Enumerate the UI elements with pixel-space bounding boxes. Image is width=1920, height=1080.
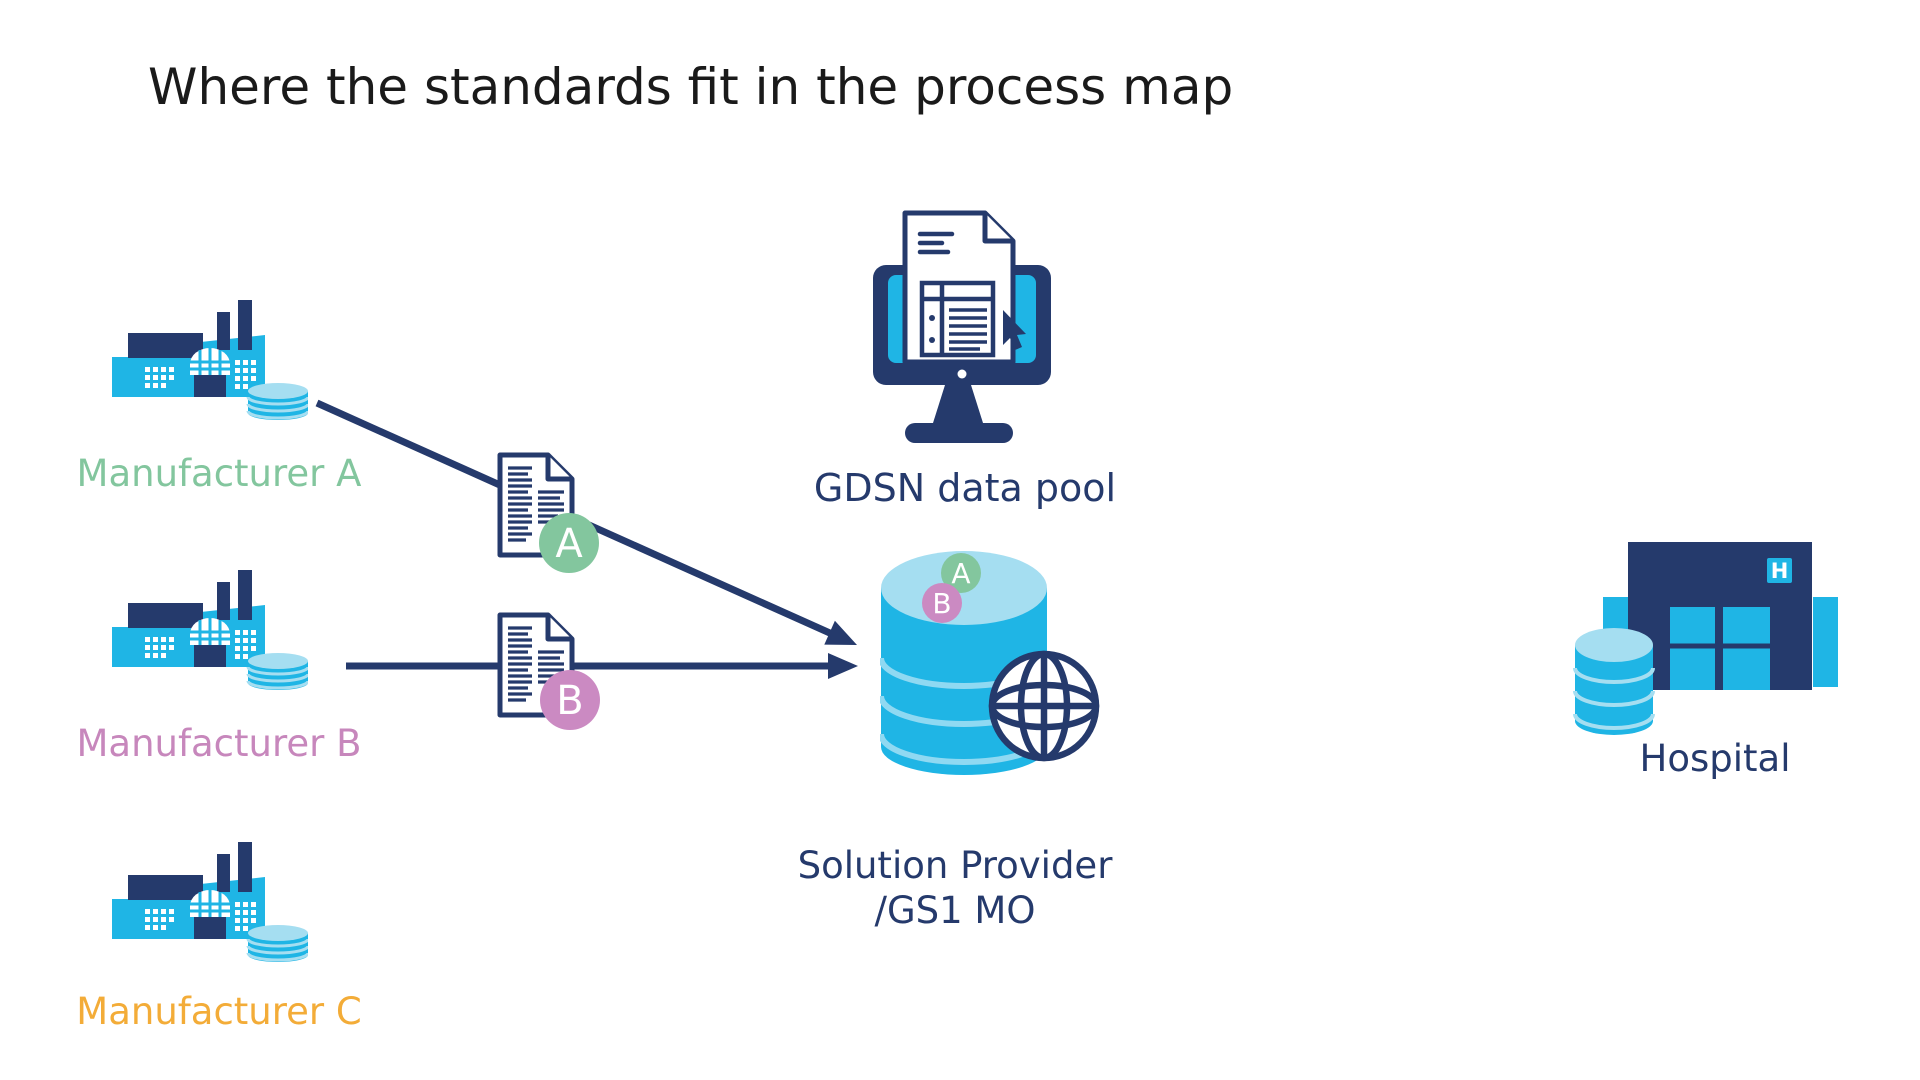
hospital-label: Hospital bbox=[1639, 737, 1791, 780]
chimney-icon bbox=[238, 570, 252, 620]
manufacturer-b-label: Manufacturer B bbox=[76, 722, 362, 765]
solution-provider-label: Solution Provider /GS1 MO bbox=[780, 843, 1130, 933]
gdsn-monitor-icon bbox=[873, 210, 1051, 443]
chimney-icon bbox=[217, 582, 230, 620]
manufacturer-a-label: Manufacturer A bbox=[76, 452, 362, 495]
svg-text:H: H bbox=[1771, 559, 1789, 583]
window-grid bbox=[145, 360, 256, 389]
factory-door bbox=[194, 375, 226, 397]
document-on-screen-icon bbox=[902, 210, 1026, 365]
factory-a-icon bbox=[112, 300, 308, 420]
factory-roof-block bbox=[128, 333, 203, 358]
factory-c-icon bbox=[112, 842, 308, 962]
chimney-icon bbox=[238, 300, 252, 350]
svg-text:A: A bbox=[555, 521, 583, 567]
database-cylinder-icon bbox=[246, 925, 308, 962]
database-cylinder-icon bbox=[246, 383, 308, 420]
document-badge-b: B bbox=[540, 670, 600, 730]
svg-text:A: A bbox=[951, 557, 970, 590]
table-on-document bbox=[919, 280, 996, 358]
monitor-button bbox=[957, 369, 967, 379]
monitor-stand bbox=[933, 385, 983, 423]
solution-provider-label-line1: Solution Provider bbox=[797, 844, 1113, 887]
solution-provider-icon: A B bbox=[880, 551, 1100, 775]
svg-text:B: B bbox=[932, 587, 951, 620]
document-badge-a: A bbox=[539, 513, 599, 573]
page-title: Where the standards fit in the process m… bbox=[148, 58, 1234, 116]
hospital-h-sign: H bbox=[1767, 558, 1792, 583]
solution-badge-a: A bbox=[941, 553, 981, 593]
database-cylinder-icon bbox=[246, 653, 308, 690]
solution-badge-b: B bbox=[922, 583, 962, 623]
manufacturer-c-label: Manufacturer C bbox=[76, 990, 362, 1033]
document-a-icon bbox=[497, 452, 575, 558]
chimney-icon bbox=[217, 854, 230, 892]
hospital-building-icon: H bbox=[1573, 542, 1838, 735]
factory-b-icon bbox=[112, 570, 308, 690]
chimney-icon bbox=[217, 312, 230, 350]
arrow-manufacturer-b-to-provider bbox=[346, 653, 858, 679]
database-cylinder-icon bbox=[1573, 628, 1655, 735]
hospital-right-wing bbox=[1813, 597, 1838, 687]
chimney-icon bbox=[238, 842, 252, 892]
monitor-base bbox=[905, 423, 1013, 443]
globe-icon bbox=[988, 650, 1100, 762]
gdsn-label: GDSN data pool bbox=[813, 466, 1117, 510]
solution-provider-label-line2: /GS1 MO bbox=[874, 889, 1036, 932]
cursor-icon bbox=[1003, 310, 1026, 350]
svg-text:B: B bbox=[556, 678, 583, 724]
